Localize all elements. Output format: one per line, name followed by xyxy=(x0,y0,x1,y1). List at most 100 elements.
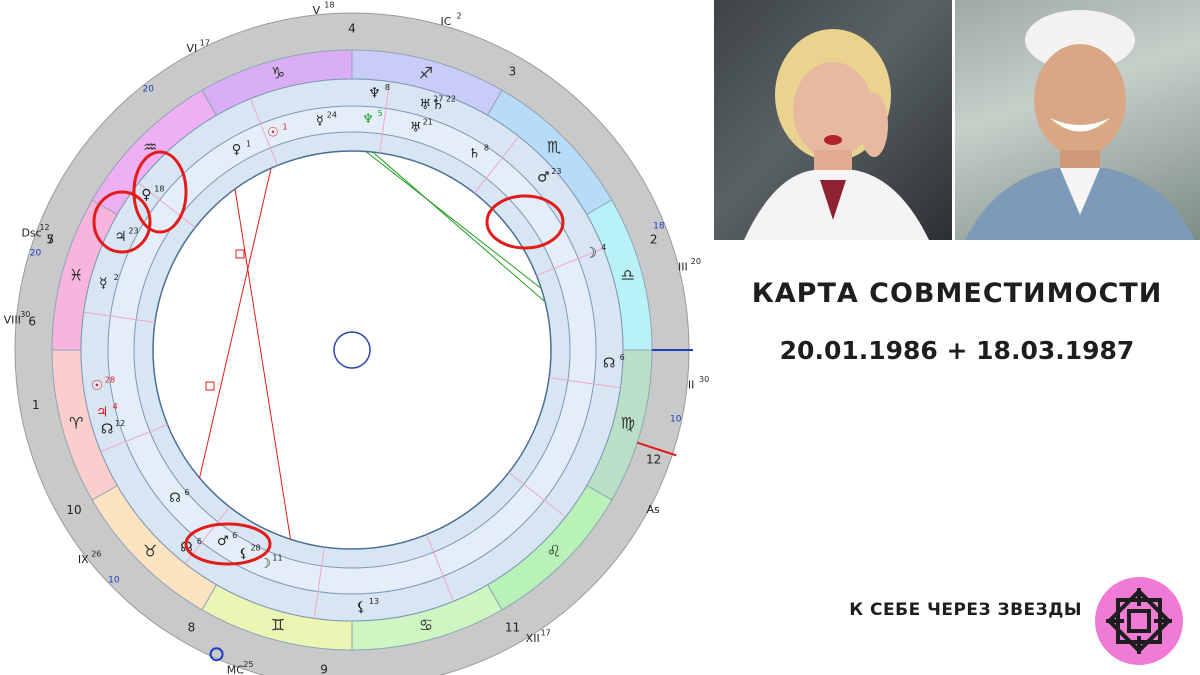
zodiac-sign-glyph: ♊ xyxy=(271,615,285,634)
zodiac-sign-glyph: ♌ xyxy=(547,541,561,560)
house-number: 12 xyxy=(646,452,661,466)
house-cusp-line xyxy=(426,534,454,602)
house-number: 1 xyxy=(32,398,40,412)
portrait-woman-image xyxy=(744,29,929,240)
zodiac-sign-glyph: ♋ xyxy=(419,615,433,634)
planet-degree-outer: 12 xyxy=(115,419,125,428)
highlight-loop xyxy=(92,190,152,254)
cusp-number: 18 xyxy=(653,222,665,232)
planet-glyph-outer: ♆ xyxy=(368,85,381,101)
cusp-label: VI xyxy=(187,42,198,55)
house-number: 2 xyxy=(650,233,658,247)
house-number: 8 xyxy=(188,620,196,634)
mc-marker-icon xyxy=(209,647,224,662)
cusp-label-degree: 30 xyxy=(699,375,709,384)
planet-glyph-outer: ♀ xyxy=(141,187,151,203)
zodiac-sign-glyph: ♎ xyxy=(621,266,635,285)
house-number: 4 xyxy=(348,22,356,36)
planet-degree-inner: 5 xyxy=(378,109,383,118)
zodiac-sign-glyph: ♍ xyxy=(621,413,635,432)
planet-glyph-inner: ♅ xyxy=(410,120,422,135)
aspect-line xyxy=(372,151,546,303)
aspect-line xyxy=(199,168,272,479)
planet-degree-outer: 6 xyxy=(197,537,202,546)
house-number: 7 xyxy=(47,233,55,247)
planet-glyph-outer: ⚸ xyxy=(356,599,366,615)
planet-degree-inner: 6 xyxy=(232,531,237,540)
aspect-square-marker xyxy=(205,381,215,391)
planet-glyph-outer: ☊ xyxy=(101,422,113,438)
planet-degree-inner: 6 xyxy=(184,488,189,497)
portrait-man-image xyxy=(965,10,1195,240)
cusp-label: IC xyxy=(441,15,452,28)
planet-degree-inner: 28 xyxy=(250,543,260,552)
planet-glyph-inner: ⚸ xyxy=(239,546,249,561)
cusp-label: As xyxy=(646,503,660,516)
house-cusp-line xyxy=(100,424,168,452)
house-cusp-line xyxy=(313,546,325,619)
house-cusp-line xyxy=(508,472,566,518)
planet-glyph-outer: ☉ xyxy=(91,378,104,394)
highlight-loop xyxy=(132,150,188,234)
aspect-line xyxy=(234,188,291,540)
planet-glyph-inner: ☉ xyxy=(267,125,279,140)
planet-degree-outer: 27 22 xyxy=(433,95,456,104)
cusp-label: MC xyxy=(227,663,244,675)
house-cusp-line xyxy=(474,136,520,194)
planet-glyph-inner: ♄ xyxy=(469,147,481,162)
planet-degree-inner: 8 xyxy=(484,144,489,153)
cusp-label-degree: 26 xyxy=(91,549,101,558)
cusp-label-degree: 30 xyxy=(20,310,30,319)
page-title: КАРТА СОВМЕСТИМОСТИ xyxy=(751,278,1163,309)
house-number: 6 xyxy=(28,315,36,329)
photo-man xyxy=(955,0,1200,240)
planet-degree-outer: 4 xyxy=(113,402,118,411)
planet-degree-outer: 23 xyxy=(551,167,561,176)
cusp-label-degree: 20 xyxy=(691,257,701,266)
brand-logo-icon xyxy=(1095,577,1183,665)
planet-degree-inner: 21 xyxy=(423,117,433,126)
cusp-label-degree: 17 xyxy=(200,38,210,47)
planet-glyph-outer: ♃ xyxy=(96,404,109,420)
birth-dates: 20.01.1986 + 18.03.1987 xyxy=(779,336,1135,365)
planet-degree-outer: 18 xyxy=(154,185,164,194)
planet-degree-inner: 24 xyxy=(327,111,337,120)
center-circle xyxy=(333,331,371,369)
cusp-label: V xyxy=(313,4,321,17)
cusp-number: 10 xyxy=(108,575,120,585)
planet-glyph-inner: ♆ xyxy=(362,112,374,127)
house-number: 3 xyxy=(509,65,517,79)
cusp-label-degree: 25 xyxy=(243,660,253,669)
zodiac-sign-glyph: ♑ xyxy=(271,64,285,83)
cusp-number: 20 xyxy=(30,249,42,259)
cusp-label: IX xyxy=(78,553,89,566)
cusp-label: VIII xyxy=(4,313,21,326)
planet-glyph-outer: ☊ xyxy=(603,355,615,371)
planet-glyph-inner: ☊ xyxy=(169,491,181,506)
planet-degree-inner: 11 xyxy=(272,554,282,563)
planet-degree-outer: 28 xyxy=(105,375,115,384)
planet-glyph-inner: ♀ xyxy=(232,142,242,157)
planet-glyph-outer: ☿ xyxy=(99,275,108,291)
planet-glyph-outer: ♅♄ xyxy=(419,97,444,113)
zodiac-sign-glyph: ♓ xyxy=(69,266,83,285)
house-number: 11 xyxy=(505,620,520,634)
highlight-loop xyxy=(184,522,272,566)
planet-degree-outer: 4 xyxy=(601,243,606,252)
house-cusp-line xyxy=(250,98,278,166)
planet-degree-outer: 2 xyxy=(114,273,119,282)
cusp-label-degree: 18 xyxy=(324,0,334,9)
aspect-square-marker xyxy=(235,249,245,259)
cusp-label: Dsc xyxy=(21,226,41,239)
house-cusp-line xyxy=(138,182,196,228)
cusp-label: III xyxy=(678,261,688,274)
highlight-loop xyxy=(485,194,565,250)
cusp-number: 10 xyxy=(670,414,682,424)
planet-degree-inner: 1 xyxy=(246,139,251,148)
zodiac-sign-glyph: ♈ xyxy=(69,413,83,432)
planet-glyph-outer: ♂ xyxy=(537,170,550,186)
planet-degree-outer: 23 xyxy=(128,227,138,236)
zodiac-sign-glyph: ♏ xyxy=(547,138,561,157)
